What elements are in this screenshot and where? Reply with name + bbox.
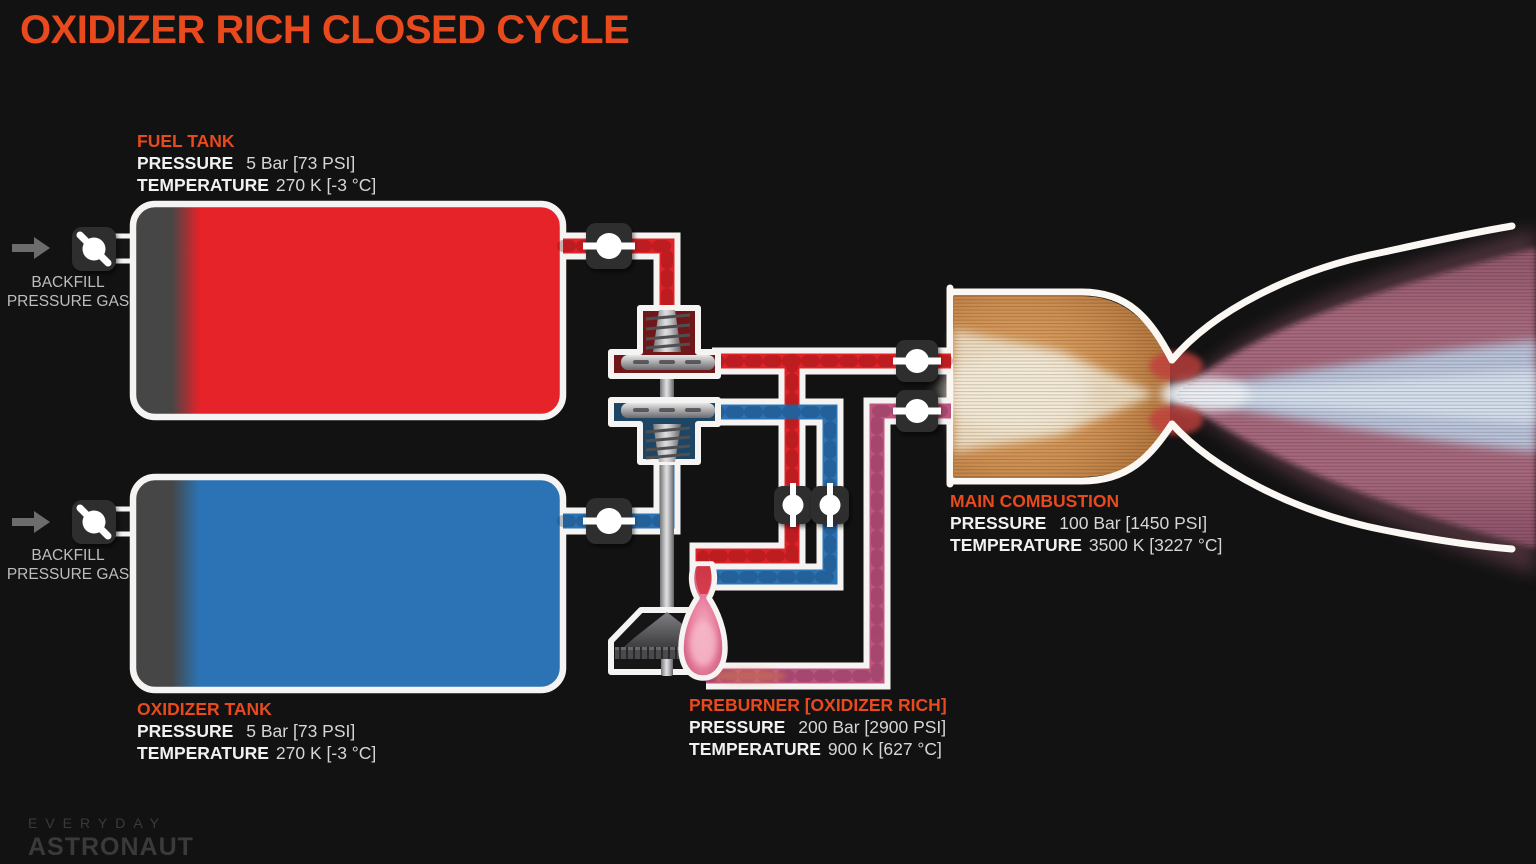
oxidizer-disc-slots [633, 408, 701, 412]
fuel-tank-title: FUEL TANK [137, 131, 235, 151]
logo-astronaut: ASTRONAUT [28, 833, 194, 861]
preburner-chamber [678, 561, 728, 681]
fuel-disc-slots [633, 360, 701, 364]
oxidizer-tank-pressure-row: PRESSURE 5 Bar [73 PSI] [137, 720, 376, 742]
chamber-fuel-inlet-valve-icon [893, 340, 941, 382]
temperature-label: TEMPERATURE [137, 175, 269, 195]
chamber-wall-bottom [946, 420, 1176, 485]
everyday-astronaut-logo: EVERYDAY ASTRONAUT [28, 815, 194, 862]
temperature-value: 900 K [627 °C] [827, 739, 942, 759]
preburner-pressure-row: PRESSURE 200 Bar [2900 PSI] [689, 716, 947, 738]
chamber-wall-top [946, 288, 1176, 364]
bell-wall-top [1168, 222, 1516, 364]
temperature-value: 270 K [-3 °C] [275, 175, 377, 195]
main-combustion-title: MAIN COMBUSTION [950, 491, 1120, 511]
chamber-oxidizer-gas-inlet-valve-icon [893, 390, 941, 432]
oxidizer-tank-label: OXIDIZER TANK PRESSURE 5 Bar [73 PSI] TEM… [137, 698, 376, 764]
fuel-backfill-arrow-icon [12, 237, 50, 259]
fuel-pump-inducer [653, 310, 681, 352]
fuel-tank-pressure-row: PRESSURE 5 Bar [73 PSI] [137, 152, 376, 174]
temperature-label: TEMPERATURE [137, 743, 269, 763]
preburner-label: PREBURNER [OXIDIZER RICH] PRESSURE 200 Ba… [689, 694, 947, 760]
fuel-backfill-label: BACKFILL PRESSURE GAS [2, 273, 134, 311]
fuel-tank [109, 200, 567, 421]
pipe-texture [557, 240, 957, 682]
oxidizer-pump [608, 397, 721, 465]
pressure-value: 5 Bar [73 PSI] [246, 153, 356, 173]
pressure-label: PRESSURE [689, 717, 786, 737]
pressure-label: PRESSURE [137, 721, 234, 741]
fuel-outlet-valve-icon [583, 223, 635, 269]
pipe-fills [563, 238, 951, 684]
backfill-line2: PRESSURE GAS [6, 566, 130, 583]
oxidizer-backfill-label: BACKFILL PRESSURE GAS [2, 546, 134, 584]
oxidizer-preburner-valve-icon [811, 483, 849, 527]
oxidizer-tank [109, 473, 567, 694]
turbine-shaft-stub [661, 659, 673, 675]
backfill-line1: BACKFILL [31, 547, 105, 564]
preburner-title: PREBURNER [OXIDIZER RICH] [689, 695, 947, 715]
pipe-casings [563, 232, 951, 690]
throat-glow-top [1149, 351, 1203, 381]
preburner-temperature-row: TEMPERATURE 900 K [627 °C] [689, 738, 947, 760]
pressure-label: PRESSURE [137, 153, 234, 173]
main-combustion-temperature-row: TEMPERATURE 3500 K [3227 °C] [950, 534, 1222, 556]
preburner-inlet-gas [696, 566, 711, 594]
fuel-tank-temperature-row: TEMPERATURE 270 K [-3 °C] [137, 174, 376, 196]
throat-glow-bottom [1149, 405, 1203, 435]
main-combustion-pressure-row: PRESSURE 100 Bar [1450 PSI] [950, 512, 1222, 534]
oxidizer-backfill-arrow-icon [12, 511, 50, 533]
fuel-inducer-fins [645, 313, 691, 350]
oxidizer-inducer-fins [645, 426, 691, 460]
fuel-preburner-valve-icon [774, 483, 812, 527]
pressure-value: 200 Bar [2900 PSI] [798, 717, 947, 737]
oxidizer-backfill-valve-icon [72, 500, 116, 544]
oxidizer-outlet-valve-icon [583, 498, 635, 544]
backfill-line2: PRESSURE GAS [6, 293, 130, 310]
bell-wall-bottom [1168, 420, 1516, 553]
oxidizer-tank-title: OXIDIZER TANK [137, 699, 272, 719]
backfill-line1: BACKFILL [31, 274, 105, 291]
pressure-value: 5 Bar [73 PSI] [246, 721, 356, 741]
preburner-pipe-hot-glow [710, 669, 786, 683]
oxidizer-pump-inducer [653, 424, 681, 462]
nozzle-bell [946, 222, 1516, 553]
main-combustion-chamber [940, 296, 1170, 477]
pressure-value: 100 Bar [1450 PSI] [1059, 513, 1208, 533]
temperature-label: TEMPERATURE [950, 535, 1082, 555]
fuel-tank-label: FUEL TANK PRESSURE 5 Bar [73 PSI] TEMPERA… [137, 130, 376, 196]
temperature-label: TEMPERATURE [689, 739, 821, 759]
temperature-value: 270 K [-3 °C] [275, 743, 377, 763]
main-combustion-label: MAIN COMBUSTION PRESSURE 100 Bar [1450 PS… [950, 490, 1222, 556]
exhaust-plume [1149, 228, 1536, 575]
pressure-label: PRESSURE [950, 513, 1047, 533]
preburner-flame-core [690, 622, 716, 666]
fuel-pump [608, 305, 721, 379]
page-title: OXIDIZER RICH CLOSED CYCLE [20, 8, 630, 52]
fuel-backfill-valve-icon [72, 227, 116, 271]
oxidizer-tank-temperature-row: TEMPERATURE 270 K [-3 °C] [137, 742, 376, 764]
temperature-value: 3500 K [3227 °C] [1088, 535, 1223, 555]
logo-everyday: EVERYDAY [28, 815, 167, 831]
